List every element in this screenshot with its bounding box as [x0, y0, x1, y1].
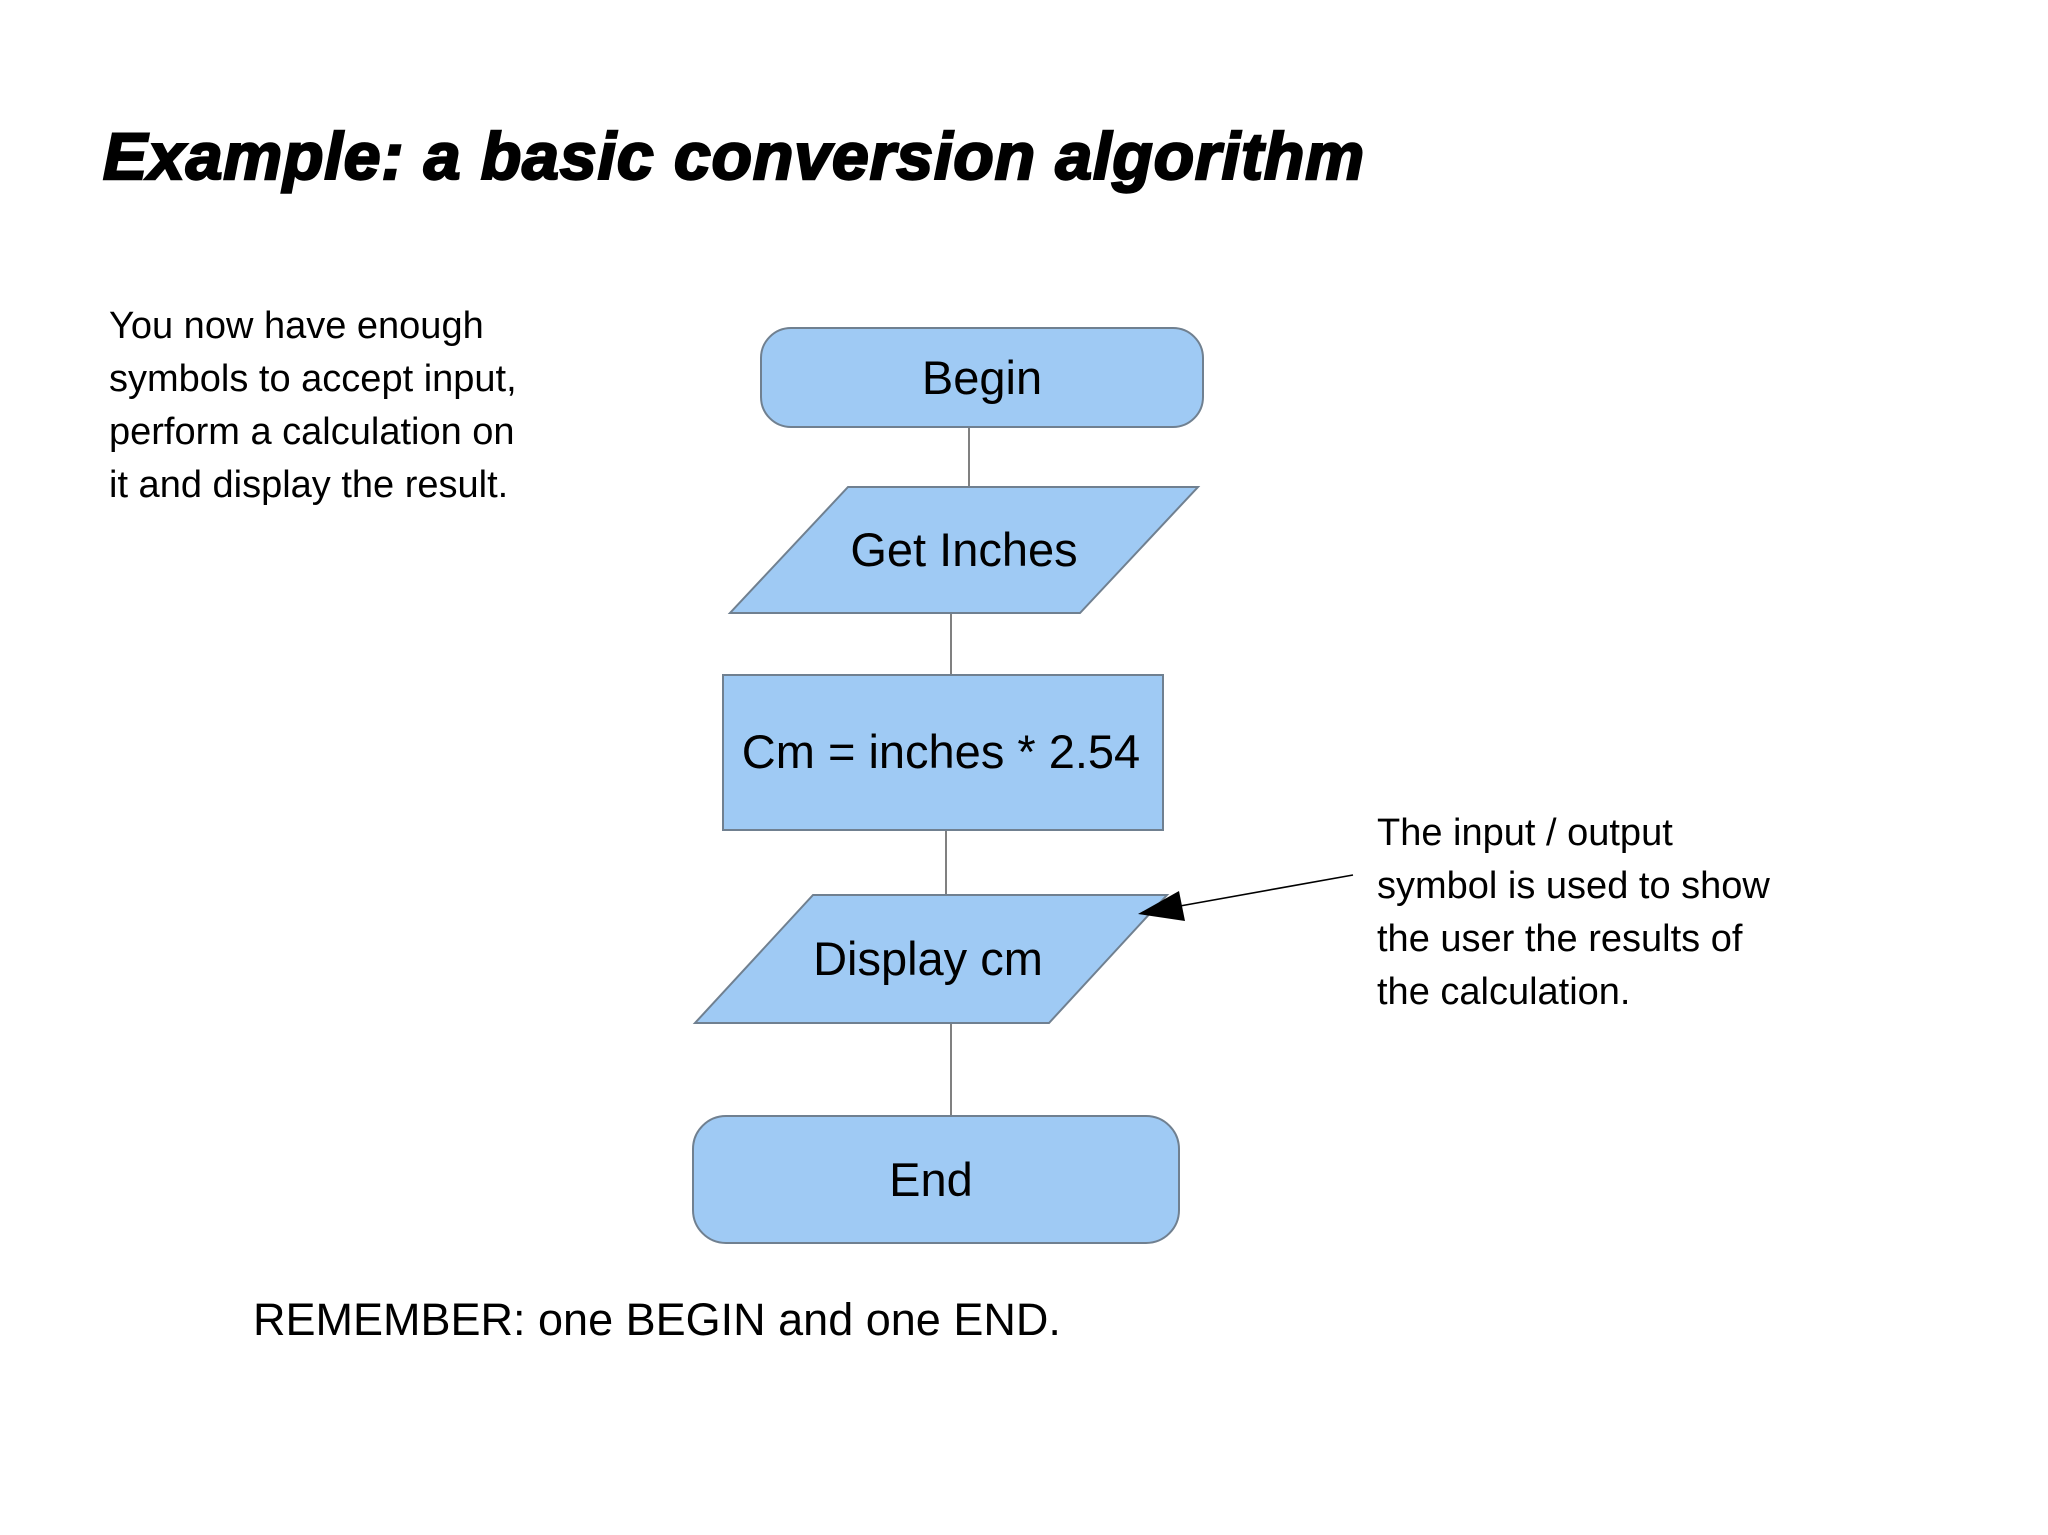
- begin-node-label: Begin: [922, 351, 1042, 404]
- footer-reminder: REMEMBER: one BEGIN and one END.: [253, 1294, 1061, 1345]
- end-node-label: End: [889, 1153, 973, 1206]
- get-inches-node-label: Get Inches: [850, 523, 1077, 576]
- slide-title: Example: a basic conversion algorithm: [102, 119, 1366, 194]
- intro-note: You now have enough symbols to accept in…: [109, 305, 517, 506]
- begin-node-shape: [760, 327, 1204, 428]
- end-node-shape: [692, 1115, 1180, 1244]
- display-node-label: Display cm: [813, 932, 1043, 985]
- annotation-arrow-line: [1179, 874, 1354, 907]
- get-inches-node-shape: [727, 486, 1201, 614]
- io-annotation: The input / output symbol is used to sho…: [1377, 812, 1770, 1013]
- display-node-shape: [692, 894, 1170, 1024]
- calculate-node-label: Cm = inches * 2.54: [742, 725, 1140, 778]
- calculate-node-shape: [722, 674, 1164, 831]
- annotation-arrowhead-icon: [1138, 891, 1185, 921]
